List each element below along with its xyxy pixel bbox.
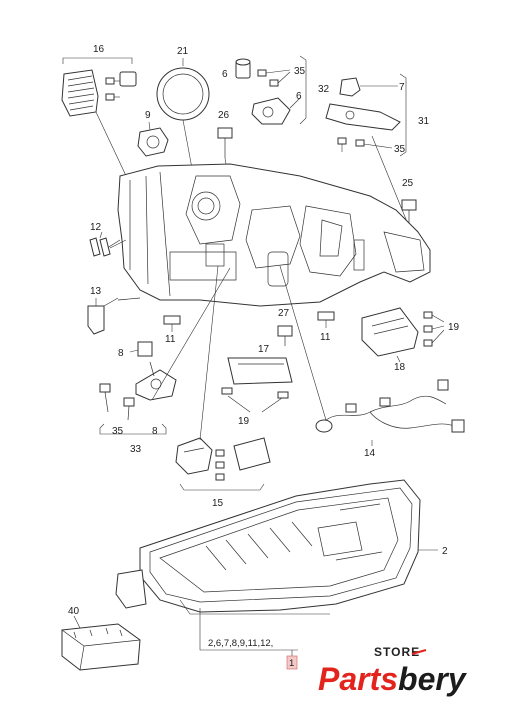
callout-11-right: 11 <box>320 332 331 343</box>
assembly-parts-list: 2,6,7,8,9,11,12, <box>208 638 273 649</box>
callout-9: 9 <box>145 110 151 121</box>
part-11-left-grommet <box>163 315 181 332</box>
assembly-number: 1 <box>289 658 294 669</box>
part-33-adjuster-group <box>99 267 231 435</box>
part-11-right-grommet <box>317 311 335 328</box>
callout-8-left: 8 <box>118 348 124 359</box>
callout-21: 21 <box>177 46 189 57</box>
partsbery-logo: STORE Partsbery <box>318 645 468 697</box>
callout-31: 31 <box>418 116 430 127</box>
callout-6-side: 6 <box>296 91 302 102</box>
part-21-cover-cap <box>156 58 210 191</box>
headlight-housing <box>103 163 431 307</box>
part-13-connector <box>87 297 119 335</box>
callout-7: 7 <box>399 82 405 93</box>
callout-15: 15 <box>212 498 224 509</box>
callout-40: 40 <box>68 606 80 617</box>
part-18-control-module <box>361 307 445 363</box>
callout-12: 12 <box>90 222 102 233</box>
part-12-clips <box>89 231 127 257</box>
part-16-vent-cover <box>61 57 137 181</box>
callout-11-left: 11 <box>165 334 176 345</box>
callout-6-top: 6 <box>222 69 228 80</box>
callout-8-lower: 8 <box>152 426 158 437</box>
part-15-bracket-kit <box>175 265 271 491</box>
callout-35-top: 35 <box>294 66 306 77</box>
part-26-screw <box>217 127 233 177</box>
callout-16: 16 <box>93 44 105 55</box>
part-32-bracket-group <box>235 55 307 125</box>
callout-25: 25 <box>402 178 414 189</box>
callout-17: 17 <box>258 344 270 355</box>
part-17-bracket-plate <box>221 357 293 413</box>
callout-19-right: 19 <box>448 322 460 333</box>
callout-32: 32 <box>318 84 330 95</box>
assembly-number-highlight <box>286 655 298 670</box>
callout-33: 33 <box>130 444 142 455</box>
callout-19-middle: 19 <box>238 416 250 427</box>
part-14-wiring-harness <box>279 265 465 446</box>
part-27-screw <box>277 325 293 346</box>
callout-13: 13 <box>90 286 102 297</box>
callout-14: 14 <box>364 448 376 459</box>
callout-26: 26 <box>218 110 230 121</box>
part-31-bracket-group <box>325 73 413 235</box>
callout-35-right: 35 <box>394 144 406 155</box>
part-2-headlight-lens <box>115 479 438 651</box>
callout-2: 2 <box>442 546 448 557</box>
logo-wordmark: Partsbery <box>318 661 468 697</box>
logo-store-text: STORE <box>374 645 420 659</box>
callout-18: 18 <box>394 362 406 373</box>
part-9-adjuster <box>137 121 169 157</box>
part-40-accessory-box <box>61 615 141 671</box>
callout-27: 27 <box>278 308 290 319</box>
callout-35-left: 35 <box>112 426 124 437</box>
